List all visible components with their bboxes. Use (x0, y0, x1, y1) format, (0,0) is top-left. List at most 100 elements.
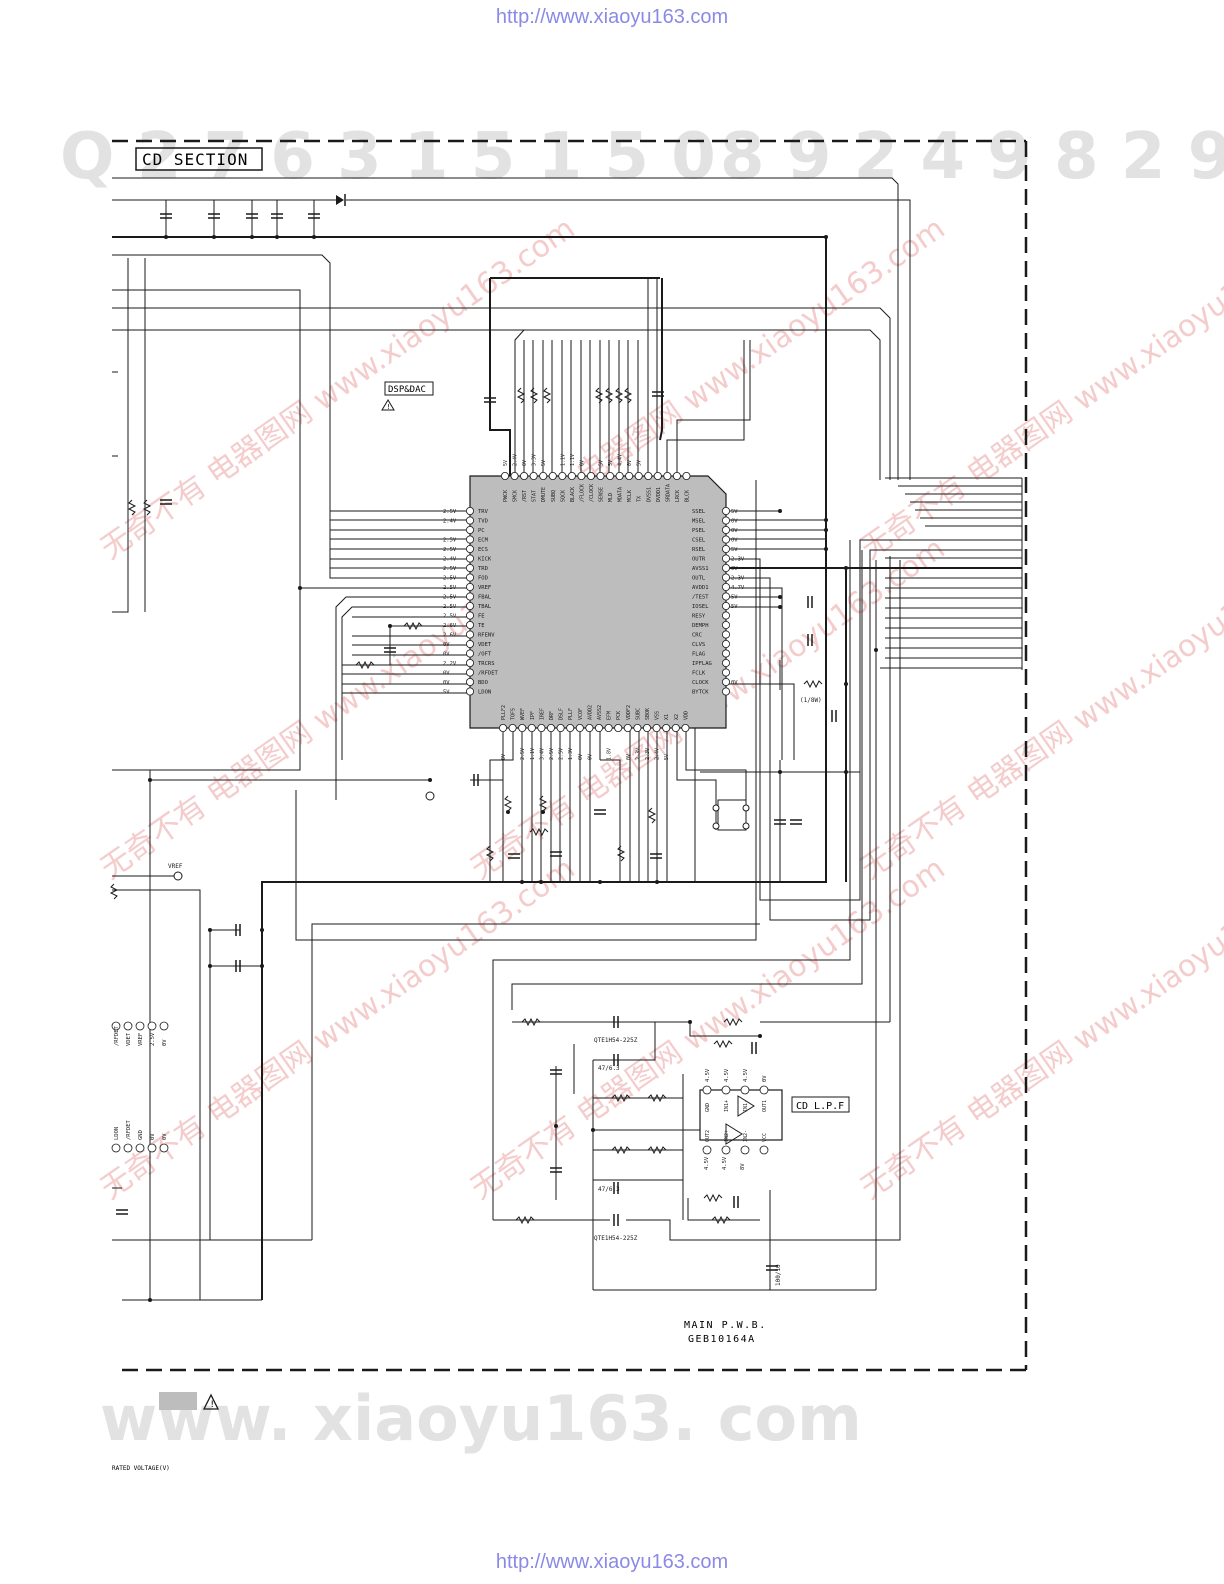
header-url[interactable]: http://www.xiaoyu163.com (495, 6, 729, 28)
ic-pin-name-left: TRD (478, 566, 488, 572)
ic-pin-top (672, 471, 681, 480)
ic-pin-name-right: CSEL (692, 538, 706, 544)
ic-pin-left (465, 640, 474, 649)
lpf-pin-name-top: IN1- (743, 1100, 749, 1112)
ic-pin-top (663, 471, 672, 480)
board-outline (112, 139, 1028, 1372)
ic-pin-name-top: DVSS1 (646, 487, 652, 502)
ic-pin-top (644, 471, 653, 480)
ic-pin-top (615, 471, 624, 480)
left-connector-pin (159, 1021, 169, 1031)
ic-pin-volt-left: 2.5V (443, 576, 457, 582)
ic-pin-volt-left: 2.5V (443, 547, 457, 553)
ic-pin-right (722, 554, 731, 563)
ic-pin-volt-left: 2.2V (443, 661, 457, 667)
ic-pin-right (722, 687, 731, 696)
ic-pin-left (465, 602, 474, 611)
resistors (109, 387, 823, 1225)
ic-pin-volt-bottom: 3.4V (539, 748, 545, 760)
ic-pin-top (558, 471, 567, 480)
lpf-pin-bottom (702, 1145, 712, 1155)
left-connector-pin (135, 1021, 145, 1031)
ic-pin-volt-top: 4.4V (618, 454, 624, 466)
qte-top-label: QTE1H54-225Z (594, 1037, 638, 1044)
ic-pin-name-top: BLACK (570, 487, 576, 502)
ic-pin-name-right: IPFLAG (692, 661, 712, 667)
ic-pin-bottom (671, 724, 680, 733)
lpf-pin-name-bottom: IN2- (743, 1130, 749, 1142)
ic-pin-name-right: DEMPH (692, 623, 709, 629)
ic-pin-top (500, 471, 509, 480)
ic-pin-volt-top: 1.1V (560, 454, 566, 466)
section-title: CD SECTION (142, 150, 248, 169)
ic-pin-left (465, 583, 474, 592)
ic-pin-top (520, 471, 529, 480)
ic-pin-bottom (681, 724, 690, 733)
ic-pin-volt-top: 5V (637, 460, 643, 466)
ic-pin-right (722, 583, 731, 592)
ic-pin-volt-bottom: 2.5V (520, 748, 526, 760)
ic-pin-name-left: ECM (478, 538, 489, 544)
ic-pin-left (465, 506, 474, 515)
ic-pin-left (465, 678, 474, 687)
ic-pin-volt-right: 0V (731, 680, 738, 686)
cap-label-2: 47/6.3 (598, 1186, 620, 1193)
ic-pin-volt-left: 2.5V (443, 509, 457, 515)
ic-pin-bottom (595, 724, 604, 733)
ic-pin-right (722, 545, 731, 554)
ic-pin-name-left: VDET (478, 642, 492, 648)
ic-pin-volt-right: 0V (731, 538, 738, 544)
vref-label: VREF (168, 863, 183, 870)
ic-pin-volt-bottom: 2.3V (635, 748, 641, 760)
ic-pin-volt-left: 2.4V (443, 519, 457, 525)
ic-pin-name-bottom: DSLF (559, 708, 565, 720)
ic-pin-name-right: /TEST (692, 595, 709, 601)
ic-pin-name-left: BDO (478, 680, 488, 686)
footer-url[interactable]: http://www.xiaoyu163.com (495, 1551, 729, 1573)
ic-pin-bottom (643, 724, 652, 733)
ic-pin-name-top: TX (637, 496, 643, 502)
ic-pin-left (465, 659, 474, 668)
ic-pin-top (606, 471, 615, 480)
ic-pin-name-right: FLAG (692, 652, 705, 658)
ic-pin-volt-bottom: 5V (664, 754, 670, 760)
lpf-pin-volt-bottom: 4.5V (704, 1156, 710, 1170)
ic-pin-volt-bottom: 1.3V (568, 748, 574, 760)
ic-pin-name-top: PWCK (503, 490, 509, 502)
ic-pin-name-bottom: TOFS (511, 708, 517, 720)
legend: ! RATED VOLTAGE(V) (112, 1392, 220, 1472)
ic-pin-name-top: SUBQ (551, 490, 557, 502)
ic-pin-volt-top: 5V (541, 460, 547, 466)
ic-pin-bottom (604, 724, 613, 733)
ic-pin-volt-left: 0V (443, 642, 450, 648)
ic-pin-volt-bottom: 0V (587, 754, 593, 760)
ic-pin-right (722, 592, 731, 601)
ic-pin-volt-right: 5V (731, 595, 738, 601)
ic-pin-right (722, 506, 731, 515)
lpf-pin-bottom (721, 1145, 731, 1155)
ic-pin-bottom (575, 724, 584, 733)
capacitors (116, 213, 837, 1271)
ic-pin-right (722, 516, 731, 525)
ic-pin-name-right: BYTCK (692, 690, 709, 696)
ic-pin-volt-right: 0V (731, 519, 738, 525)
ic-pin-volt-right: 5V (731, 547, 738, 553)
ic-pin-name-right: SSEL (692, 509, 706, 515)
ic-pin-top (596, 471, 605, 480)
ic-pin-volt-left: 2.5V (443, 595, 457, 601)
lpf-pin-top (702, 1085, 712, 1095)
svg-text:!: ! (210, 1400, 215, 1410)
ic-pin-volt-left: 2.5V (443, 566, 457, 572)
ic-pin-volt-top: 0V (627, 460, 633, 466)
left-connector-pin (111, 1021, 121, 1031)
ic-pin-name-top: SQCK (560, 490, 566, 502)
ic-pin-name-right: PSEL (692, 528, 706, 534)
ic-pin-top (510, 471, 519, 480)
ic-pin-top (577, 471, 586, 480)
warning-icon-legend: ! (202, 1393, 220, 1410)
ic-pin-name-top: BLCK (684, 490, 690, 502)
power-rails (112, 236, 1022, 1300)
ic-pin-volt-right: 0V (731, 528, 738, 534)
left-connector-label-2: 0V (150, 1133, 156, 1140)
